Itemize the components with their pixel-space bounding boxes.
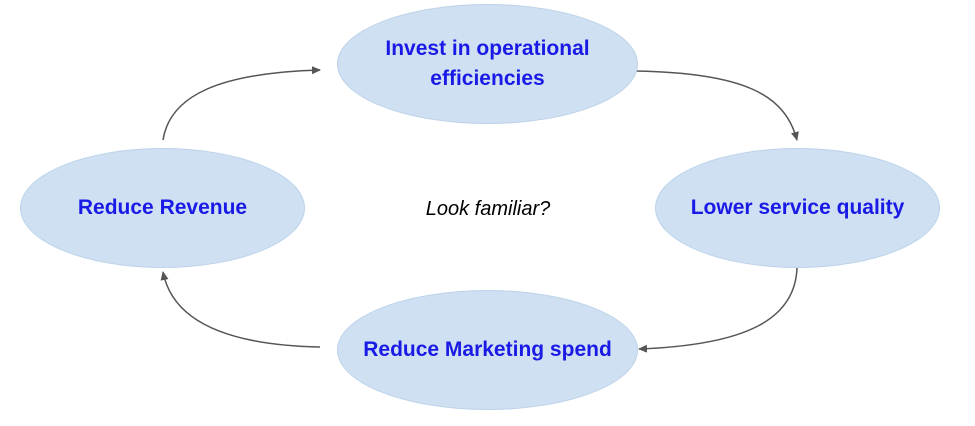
- node-label: Reduce Revenue: [77, 196, 248, 219]
- node-label: Reduce Marketing spend: [363, 338, 612, 361]
- arrow-left-to-top: [162, 66, 321, 141]
- node-lower-service-quality: Lower service quality: [655, 148, 940, 268]
- arrow-bottom-to-left: [160, 271, 321, 348]
- node-invest-efficiencies: Invest in operational efficiencies: [337, 4, 638, 124]
- node-label: Lower service quality: [690, 196, 905, 219]
- center-caption: Look familiar?: [425, 198, 551, 220]
- node-reduce-marketing-spend: Reduce Marketing spend: [337, 290, 638, 410]
- arrow-top-to-right: [635, 70, 799, 141]
- node-reduce-revenue: Reduce Revenue: [20, 148, 305, 268]
- arrow-right-to-bottom: [638, 267, 798, 353]
- node-label: Invest in operational efficiencies: [385, 37, 590, 90]
